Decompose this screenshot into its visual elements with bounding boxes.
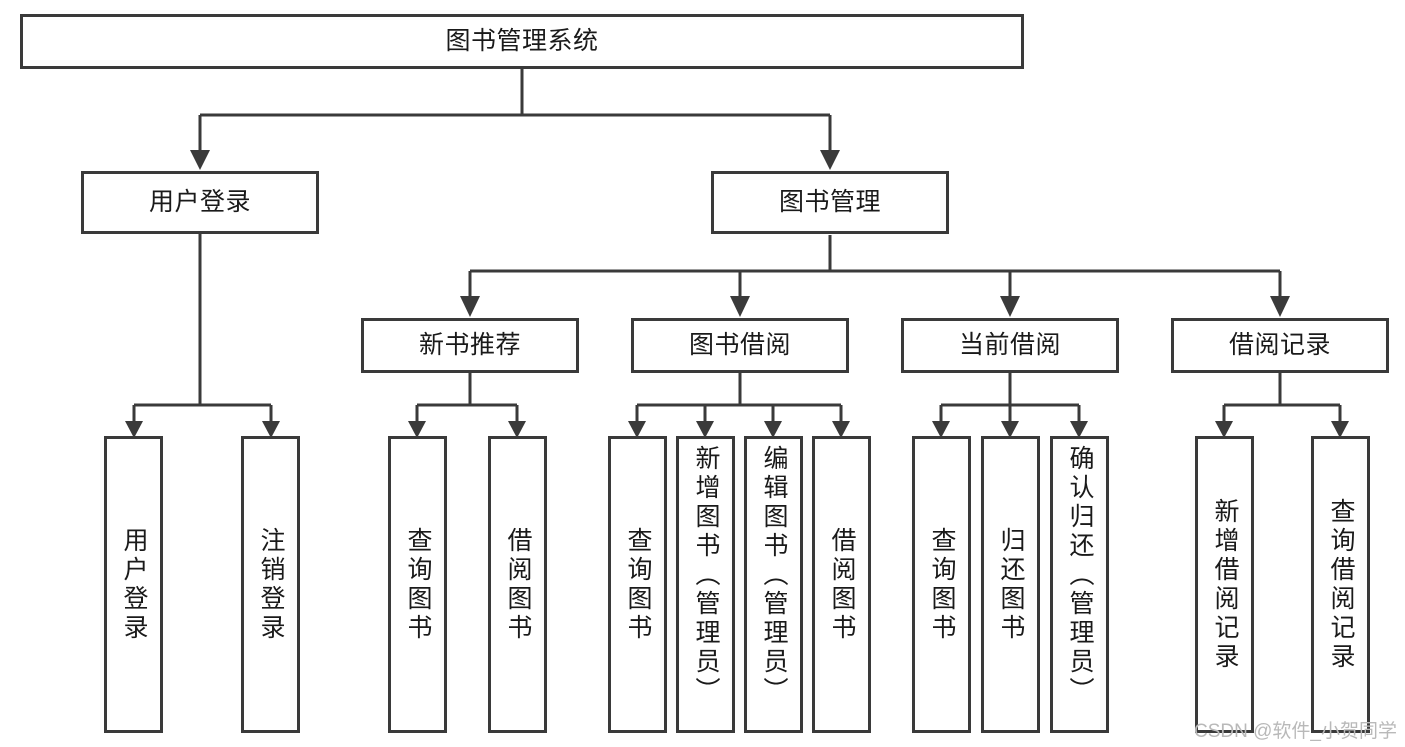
node-root[interactable]: 图书管理系统	[20, 14, 1024, 69]
node-root-label: 图书管理系统	[445, 26, 599, 55]
node-leaf-confirm-return[interactable]: 确认归还（管理员）	[1050, 436, 1109, 733]
node-leaf-query-record-label: 查询借阅记录	[1327, 497, 1355, 672]
node-leaf-add-book[interactable]: 新增图书（管理员）	[676, 436, 735, 733]
node-book-management[interactable]: 图书管理	[711, 171, 949, 234]
node-current-borrow-label: 当前借阅	[958, 330, 1061, 359]
node-leaf-confirm-return-label: 确认归还（管理员）	[1066, 445, 1094, 706]
node-new-book-recommend-label: 新书推荐	[418, 330, 521, 359]
arrowhead-user-login	[190, 150, 210, 170]
arrowhead-current-borrow	[1000, 296, 1020, 317]
node-leaf-borrow-book-2[interactable]: 借阅图书	[812, 436, 871, 733]
node-leaf-query-book-3-label: 查询图书	[928, 526, 956, 643]
node-leaf-return-book[interactable]: 归还图书	[981, 436, 1040, 733]
node-borrow-record[interactable]: 借阅记录	[1171, 318, 1389, 373]
node-leaf-query-book-1[interactable]: 查询图书	[388, 436, 447, 733]
node-leaf-return-book-label: 归还图书	[997, 526, 1025, 643]
node-leaf-edit-book[interactable]: 编辑图书（管理员）	[744, 436, 803, 733]
node-leaf-add-record[interactable]: 新增借阅记录	[1195, 436, 1254, 733]
node-book-borrow[interactable]: 图书借阅	[631, 318, 849, 373]
node-leaf-borrow-book-1-label: 借阅图书	[504, 526, 532, 643]
node-leaf-add-record-label: 新增借阅记录	[1211, 497, 1239, 672]
arrowhead-book-borrow	[730, 296, 750, 317]
node-new-book-recommend[interactable]: 新书推荐	[361, 318, 579, 373]
node-book-management-label: 图书管理	[778, 187, 881, 216]
node-leaf-add-book-label: 新增图书（管理员）	[692, 445, 720, 706]
node-leaf-logout-label: 注销登录	[257, 526, 285, 643]
node-borrow-record-label: 借阅记录	[1228, 330, 1331, 359]
node-leaf-query-book-1-label: 查询图书	[404, 526, 432, 643]
node-leaf-query-record[interactable]: 查询借阅记录	[1311, 436, 1370, 733]
node-leaf-query-book-3[interactable]: 查询图书	[912, 436, 971, 733]
node-leaf-query-book-2[interactable]: 查询图书	[608, 436, 667, 733]
node-user-login-label: 用户登录	[148, 187, 251, 216]
node-leaf-edit-book-label: 编辑图书（管理员）	[760, 445, 788, 706]
node-leaf-query-book-2-label: 查询图书	[624, 526, 652, 643]
watermark: CSDN @软件_小贺同学	[1194, 721, 1397, 742]
arrowhead-borrow-record	[1270, 296, 1290, 317]
arrowhead-book-management	[820, 150, 840, 170]
node-user-login[interactable]: 用户登录	[81, 171, 319, 234]
node-book-borrow-label: 图书借阅	[688, 330, 791, 359]
node-leaf-user-login[interactable]: 用户登录	[104, 436, 163, 733]
node-leaf-borrow-book-1[interactable]: 借阅图书	[488, 436, 547, 733]
node-leaf-user-login-label: 用户登录	[120, 526, 148, 643]
arrowhead-new-book	[460, 296, 480, 317]
node-current-borrow[interactable]: 当前借阅	[901, 318, 1119, 373]
node-leaf-borrow-book-2-label: 借阅图书	[828, 526, 856, 643]
node-leaf-logout[interactable]: 注销登录	[241, 436, 300, 733]
